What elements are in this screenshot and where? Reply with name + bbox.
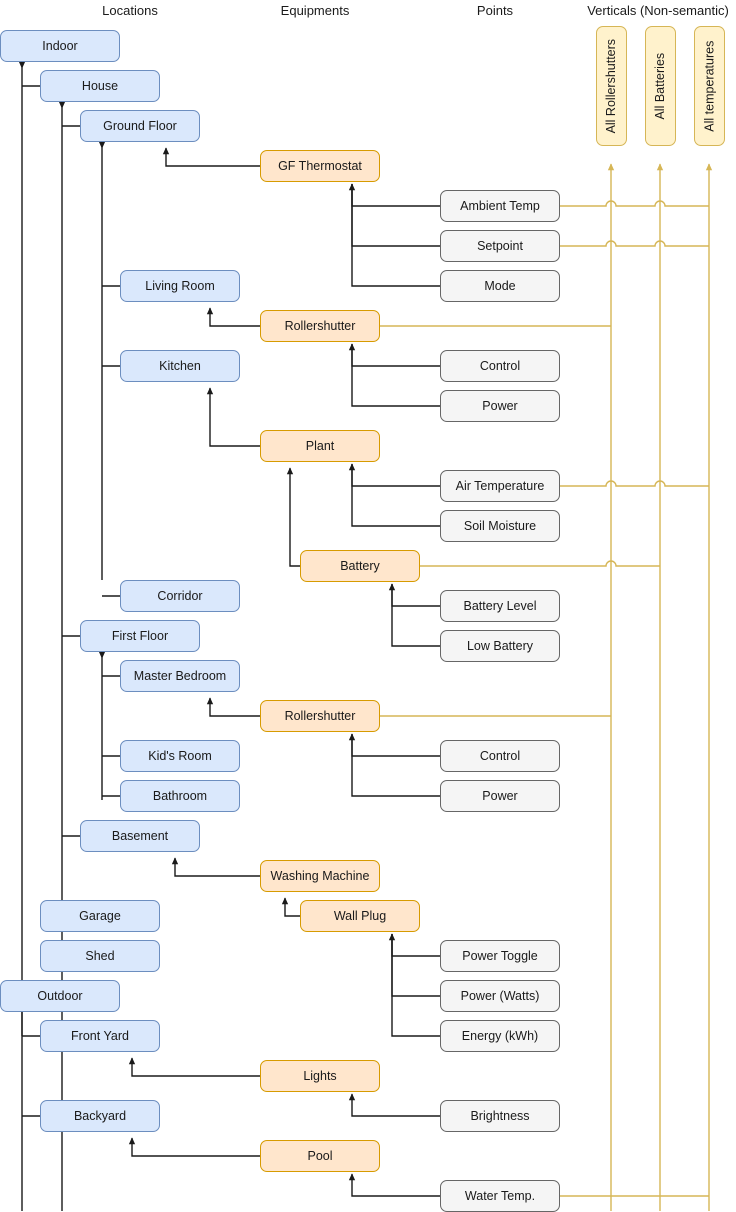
- equipment-node-wall-plug[interactable]: Wall Plug: [300, 900, 420, 932]
- node-label: Shed: [85, 948, 115, 963]
- location-node-outdoor[interactable]: Outdoor: [0, 980, 120, 1012]
- node-label: Power: [482, 398, 518, 413]
- location-node-garage[interactable]: Garage: [40, 900, 160, 932]
- location-node-corridor[interactable]: Corridor: [120, 580, 240, 612]
- node-label: Brightness: [470, 1108, 530, 1123]
- point-node-control-living-room[interactable]: Control: [440, 350, 560, 382]
- location-node-master-bedroom[interactable]: Master Bedroom: [120, 660, 240, 692]
- node-label: Setpoint: [477, 238, 523, 253]
- edge-ambient-temp-to-temperatures: [560, 200, 709, 207]
- node-label: Soil Moisture: [463, 518, 537, 533]
- edge-setpoint-to-temperatures: [560, 240, 709, 247]
- node-label: Washing Machine: [270, 868, 370, 883]
- equipment-node-pool[interactable]: Pool: [260, 1140, 380, 1172]
- node-label: Power (Watts): [460, 988, 540, 1003]
- node-label: All Batteries: [653, 52, 668, 120]
- node-label: Lights: [303, 1068, 337, 1083]
- column-header-equipments: Equipments: [280, 3, 350, 18]
- equipment-node-battery[interactable]: Battery: [300, 550, 420, 582]
- point-node-mode[interactable]: Mode: [440, 270, 560, 302]
- node-label: Ground Floor: [103, 118, 177, 133]
- node-label: Control: [479, 358, 521, 373]
- point-node-power-watts[interactable]: Power (Watts): [440, 980, 560, 1012]
- location-node-house[interactable]: House: [40, 70, 160, 102]
- equipment-node-rollershutter-master-bedroom[interactable]: Rollershutter: [260, 700, 380, 732]
- node-label: Kid's Room: [148, 748, 212, 763]
- location-node-bathroom[interactable]: Bathroom: [120, 780, 240, 812]
- location-node-kids-room[interactable]: Kid's Room: [120, 740, 240, 772]
- vertical-node-all-temperatures[interactable]: All temperatures: [694, 26, 725, 146]
- node-label: Kitchen: [159, 358, 201, 373]
- node-label: All Rollershutters: [604, 38, 619, 134]
- column-header-locations: Locations: [102, 3, 158, 18]
- node-label: Energy (kWh): [461, 1028, 539, 1043]
- node-label: Pool: [307, 1148, 333, 1163]
- equipment-node-washing-machine[interactable]: Washing Machine: [260, 860, 380, 892]
- column-header-verticals: Verticals (Non-semantic): [587, 3, 729, 18]
- node-label: Low Battery: [466, 638, 533, 653]
- location-node-living-room[interactable]: Living Room: [120, 270, 240, 302]
- node-label: Power Toggle: [462, 948, 538, 963]
- node-label: Water Temp.: [464, 1188, 536, 1203]
- point-node-soil-moisture[interactable]: Soil Moisture: [440, 510, 560, 542]
- node-label: Mode: [484, 278, 516, 293]
- equipment-node-plant[interactable]: Plant: [260, 430, 380, 462]
- node-label: Plant: [305, 438, 335, 453]
- edge-air-temperature-to-temperatures: [560, 480, 709, 487]
- node-label: Master Bedroom: [133, 668, 227, 683]
- point-node-energy-kwh[interactable]: Energy (kWh): [440, 1020, 560, 1052]
- node-label: Corridor: [157, 588, 203, 603]
- vertical-node-all-batteries[interactable]: All Batteries: [645, 26, 676, 146]
- location-node-kitchen[interactable]: Kitchen: [120, 350, 240, 382]
- equipment-node-rollershutter-living-room[interactable]: Rollershutter: [260, 310, 380, 342]
- node-label: Battery Level: [463, 598, 537, 613]
- location-node-front-yard[interactable]: Front Yard: [40, 1020, 160, 1052]
- node-label: Outdoor: [37, 988, 83, 1003]
- point-node-setpoint[interactable]: Setpoint: [440, 230, 560, 262]
- node-label: Backyard: [73, 1108, 127, 1123]
- point-node-power-toggle[interactable]: Power Toggle: [440, 940, 560, 972]
- point-node-brightness[interactable]: Brightness: [440, 1100, 560, 1132]
- vertical-node-all-rollershutters[interactable]: All Rollershutters: [596, 26, 627, 146]
- node-label: Rollershutter: [284, 318, 356, 333]
- equipment-node-lights[interactable]: Lights: [260, 1060, 380, 1092]
- point-node-control-master-bedroom[interactable]: Control: [440, 740, 560, 772]
- point-node-low-battery[interactable]: Low Battery: [440, 630, 560, 662]
- point-node-power-master-bedroom[interactable]: Power: [440, 780, 560, 812]
- location-node-basement[interactable]: Basement: [80, 820, 200, 852]
- node-label: Control: [479, 748, 521, 763]
- location-node-shed[interactable]: Shed: [40, 940, 160, 972]
- node-label: Air Temperature: [455, 478, 545, 493]
- point-node-ambient-temp[interactable]: Ambient Temp: [440, 190, 560, 222]
- location-node-backyard[interactable]: Backyard: [40, 1100, 160, 1132]
- node-label: First Floor: [111, 628, 169, 643]
- node-label: Power: [482, 788, 518, 803]
- node-label: Bathroom: [152, 788, 208, 803]
- node-label: GF Thermostat: [278, 158, 362, 173]
- equipment-node-gf-thermostat[interactable]: GF Thermostat: [260, 150, 380, 182]
- location-node-first-floor[interactable]: First Floor: [80, 620, 200, 652]
- node-label: Indoor: [42, 38, 78, 53]
- edge-battery-to-batteries: [420, 560, 660, 567]
- node-label: Battery: [340, 558, 380, 573]
- location-node-ground-floor[interactable]: Ground Floor: [80, 110, 200, 142]
- node-label: Living Room: [145, 278, 215, 293]
- vertical-edges: [380, 163, 713, 1211]
- column-header-points: Points: [476, 3, 514, 18]
- node-label: Ambient Temp: [460, 198, 540, 213]
- node-label: Rollershutter: [284, 708, 356, 723]
- node-label: Front Yard: [71, 1028, 129, 1043]
- point-node-water-temp[interactable]: Water Temp.: [440, 1180, 560, 1212]
- point-node-air-temperature[interactable]: Air Temperature: [440, 470, 560, 502]
- point-node-battery-level[interactable]: Battery Level: [440, 590, 560, 622]
- location-node-indoor[interactable]: Indoor: [0, 30, 120, 62]
- node-label: Wall Plug: [333, 908, 387, 923]
- node-label: Basement: [111, 828, 169, 843]
- node-label: Garage: [79, 908, 121, 923]
- point-node-power-living-room[interactable]: Power: [440, 390, 560, 422]
- node-label: All temperatures: [702, 40, 717, 132]
- node-label: House: [81, 78, 119, 93]
